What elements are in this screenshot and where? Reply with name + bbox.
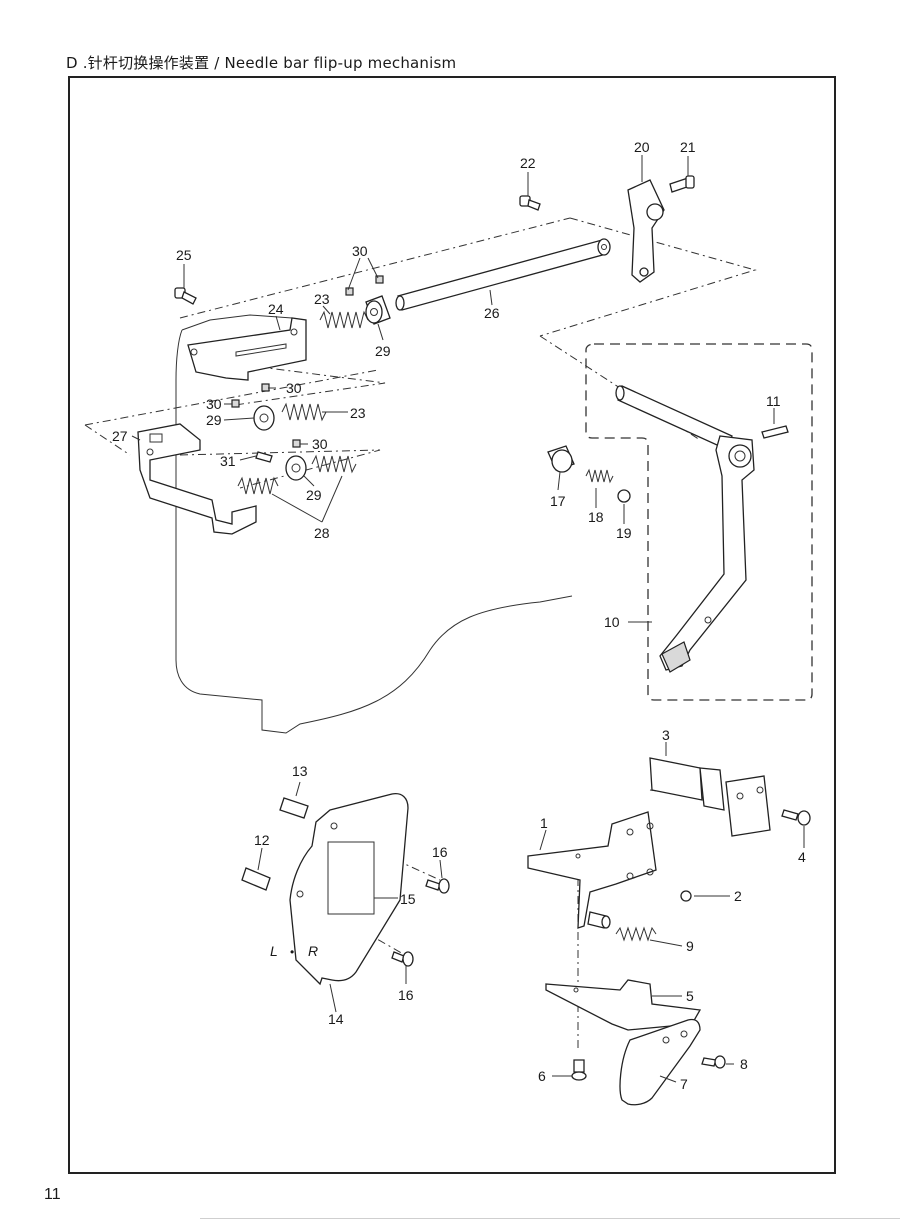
callout-30-lower: 30: [312, 436, 328, 452]
callout-30-left: 30: [206, 396, 222, 412]
bracket-part-27: [137, 423, 257, 535]
callout-1: 1: [540, 815, 548, 831]
collar-part-29-upper: [365, 295, 391, 325]
callout-22: 22: [520, 155, 536, 171]
ball-part-19: [617, 489, 631, 503]
callout-20: 20: [634, 139, 650, 155]
screw-part-21: [669, 175, 695, 193]
spring-part-28-right: [311, 454, 357, 474]
plate-part-14: [289, 792, 409, 986]
callout-30-mid: 30: [286, 380, 302, 396]
callout-16-lower: 16: [398, 987, 414, 1003]
callout-29-lower: 29: [306, 487, 322, 503]
callout-12: 12: [254, 832, 270, 848]
screw-part-16-upper: [425, 878, 450, 894]
diagram-frame: [68, 76, 836, 1174]
plate-marking-dot: •: [290, 945, 294, 959]
spring-part-28-left: [237, 476, 279, 495]
leader-lines: [131, 155, 805, 1083]
callout-11: 11: [766, 393, 781, 409]
bracket-part-24: [187, 317, 307, 381]
callout-14: 14: [328, 1011, 344, 1027]
plate-part-7: [619, 1018, 701, 1106]
pin-part-11: [761, 425, 789, 439]
callout-13: 13: [292, 763, 308, 779]
stud-part-12: [241, 867, 271, 891]
bracket-part-1: [527, 811, 657, 929]
callout-26: 26: [484, 305, 500, 321]
lever-part-20: [627, 179, 665, 283]
callout-29-middle: 29: [206, 412, 222, 428]
callout-23-lower: 23: [350, 405, 366, 421]
page-title: D .针杆切换操作装置 / Needle bar flip-up mechani…: [66, 54, 457, 72]
stud-part-13: [279, 797, 309, 819]
machine-head-outline: [175, 314, 573, 734]
screw-part-25: [174, 287, 197, 305]
spring-part-23-lower: [281, 402, 327, 422]
callout-7: 7: [680, 1076, 688, 1092]
callout-3: 3: [662, 727, 670, 743]
subassembly-box-10: [585, 343, 813, 701]
callout-23-upper: 23: [314, 291, 330, 307]
callout-31: 31: [220, 453, 236, 469]
stud-part-bracket-1: [587, 911, 611, 929]
screw-part-31: [255, 451, 273, 463]
callout-6: 6: [538, 1068, 546, 1084]
screw-part-8: [701, 1055, 726, 1069]
screw-part-6: [571, 1059, 587, 1081]
assembly-lines: [84, 217, 757, 1050]
bracket-part-3: [649, 757, 771, 837]
callout-18: 18: [588, 509, 604, 525]
screw-part-16-lower: [391, 951, 414, 967]
callout-28: 28: [314, 525, 330, 541]
callout-17: 17: [550, 493, 566, 509]
plate-part-5: [545, 979, 702, 1031]
plate-marking-right: R: [308, 943, 318, 959]
set-screw-part-30-d: [231, 399, 240, 408]
spring-part-23-upper: [319, 310, 369, 329]
plate-marking-left: L: [270, 943, 278, 959]
callout-9: 9: [686, 938, 694, 954]
screw-part-4: [781, 809, 811, 826]
bottom-rule: [200, 1218, 900, 1219]
callout-5: 5: [686, 988, 694, 1004]
callout-21: 21: [680, 139, 696, 155]
set-screw-part-30-b: [375, 275, 384, 284]
plate-markings: L • R: [270, 943, 318, 959]
callout-16-upper: 16: [432, 844, 448, 860]
callout-30-top: 30: [352, 243, 368, 259]
callout-29-upper: 29: [375, 343, 391, 359]
collar-part-29-middle: [253, 405, 275, 431]
callout-10: 10: [604, 614, 620, 630]
callout-8: 8: [740, 1056, 748, 1072]
screw-part-22: [519, 195, 541, 211]
callout-19: 19: [616, 525, 632, 541]
lever-part-10: [615, 385, 755, 673]
callout-27: 27: [112, 428, 128, 444]
callout-4: 4: [798, 849, 806, 865]
collar-part-29-lower: [285, 455, 307, 481]
callout-labels: 22 20 21 25 30 23 24 26 29 30 30 29 23 2…: [112, 139, 806, 1092]
bushing-part-17: [547, 445, 575, 473]
screw-part-2: [680, 890, 692, 902]
callout-15: 15: [400, 891, 416, 907]
set-screw-part-30-c: [261, 383, 270, 392]
spring-part-18: [585, 468, 614, 484]
callout-24: 24: [268, 301, 284, 317]
page-number: 11: [44, 1186, 61, 1203]
set-screw-part-30-e: [292, 439, 301, 448]
set-screw-part-30-a: [345, 287, 354, 296]
shaft-part-26: [395, 238, 611, 311]
callout-25: 25: [176, 247, 192, 263]
spring-part-9: [615, 926, 657, 942]
callout-2: 2: [734, 888, 742, 904]
